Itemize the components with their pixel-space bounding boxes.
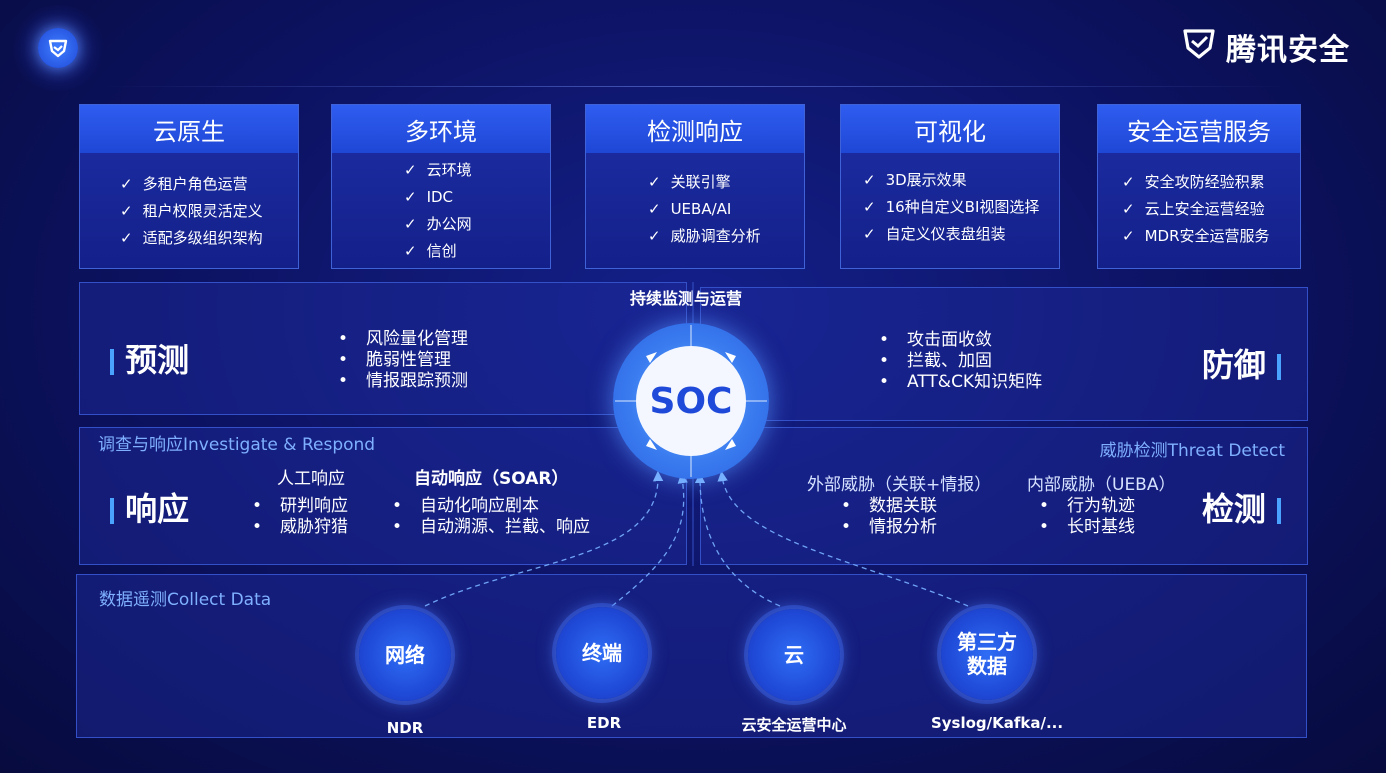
card-title: 可视化 xyxy=(841,105,1059,153)
respond-title-text: 响应 xyxy=(125,490,190,528)
predict-item: 脆弱性管理 xyxy=(338,350,468,371)
card-ops-service: 安全运营服务 安全攻防经验积累 云上安全运营经验 MDR安全运营服务 xyxy=(1097,104,1301,269)
respond-panel: 调查与响应Investigate & Respond 响应 人工响应 研判响应 … xyxy=(79,427,687,565)
source-name: 第三方数据 xyxy=(957,630,1017,678)
card-item: UEBA/AI xyxy=(648,196,804,223)
manual-item: 威胁狩猎 xyxy=(252,517,348,538)
external-item: 数据关联 xyxy=(841,496,937,517)
internal-item: 长时基线 xyxy=(1039,517,1135,538)
card-item: MDR安全运营服务 xyxy=(1122,223,1300,250)
emblem xyxy=(10,5,106,91)
card-title: 云原生 xyxy=(80,105,298,153)
shield-emblem-icon xyxy=(38,28,78,68)
title-bar xyxy=(110,498,114,524)
card-cloud-native: 云原生 多租户角色运营 租户权限灵活定义 适配多级组织架构 xyxy=(79,104,299,269)
title-bar xyxy=(110,349,114,375)
source-cloud: 云 xyxy=(748,609,840,701)
card-item: 关联引擎 xyxy=(648,169,804,196)
arrow-cloud xyxy=(694,472,781,607)
source-network: 网络 xyxy=(359,609,451,701)
source-caption: NDR xyxy=(386,719,424,737)
collect-label: 数据遥测Collect Data xyxy=(99,590,272,610)
card-item: 威胁调查分析 xyxy=(648,223,804,250)
card-item: 云上安全运营经验 xyxy=(1122,196,1300,223)
detect-panel: 威胁检测Threat Detect 外部威胁（关联+情报） 数据关联 情报分析 … xyxy=(700,427,1308,565)
predict-panel: 预测 风险量化管理 脆弱性管理 情报跟踪预测 xyxy=(79,282,687,415)
predict-item: 情报跟踪预测 xyxy=(338,371,468,392)
card-item: 适配多级组织架构 xyxy=(120,225,298,252)
divider xyxy=(100,86,1290,87)
card-item: IDC xyxy=(404,184,550,211)
manual-item: 研判响应 xyxy=(252,496,348,517)
card-item: 16种自定义BI视图选择 xyxy=(863,194,1059,221)
internal-heading: 内部威胁（UEBA） xyxy=(1027,475,1176,495)
predict-title-text: 预测 xyxy=(125,341,190,379)
auto-heading: 自动响应（SOAR） xyxy=(414,469,569,489)
defend-panel: 攻击面收敛 拦截、加固 ATT&CK知识矩阵 防御 xyxy=(700,287,1308,421)
title-bar xyxy=(1277,498,1281,524)
shield-check-icon xyxy=(1180,24,1218,70)
defend-item: 攻击面收敛 xyxy=(879,330,1042,351)
defend-title-text: 防御 xyxy=(1201,346,1266,384)
external-heading: 外部威胁（关联+情报） xyxy=(807,475,992,495)
source-name: 终端 xyxy=(582,641,622,665)
manual-heading: 人工响应 xyxy=(277,469,345,489)
card-item: 3D展示效果 xyxy=(863,167,1059,194)
arrow-edr xyxy=(611,472,688,607)
source-caption: EDR xyxy=(586,714,622,732)
source-endpoint: 终端 xyxy=(556,607,648,699)
respond-title: 响应 xyxy=(110,484,189,530)
auto-item: 自动化响应剧本 xyxy=(392,496,590,517)
soc-core: SOC xyxy=(636,346,746,456)
card-item: 云环境 xyxy=(404,157,550,184)
source-name: 网络 xyxy=(385,643,425,667)
source-caption: Syslog/Kafka/... xyxy=(930,714,1064,732)
card-title: 检测响应 xyxy=(586,105,804,153)
defend-item: 拦截、加固 xyxy=(879,351,1042,372)
predict-title: 预测 xyxy=(110,335,189,381)
card-detect-respond: 检测响应 关联引擎 UEBA/AI 威胁调查分析 xyxy=(585,104,805,269)
card-item: 信创 xyxy=(404,238,550,265)
card-item: 租户权限灵活定义 xyxy=(120,198,298,225)
card-item: 多租户角色运营 xyxy=(120,171,298,198)
collect-panel: 数据遥测Collect Data xyxy=(76,574,1307,738)
auto-item: 自动溯源、拦截、响应 xyxy=(392,517,590,538)
source-name: 云 xyxy=(784,643,804,667)
defend-title: 防御 xyxy=(1202,340,1281,386)
soc-label: SOC xyxy=(649,380,733,422)
source-caption: 云安全运营中心 xyxy=(741,716,847,734)
detect-label: 威胁检测Threat Detect xyxy=(1099,441,1285,461)
external-item: 情报分析 xyxy=(841,517,937,538)
card-item: 办公网 xyxy=(404,211,550,238)
card-multi-env: 多环境 云环境 IDC 办公网 信创 xyxy=(331,104,551,269)
card-item: 自定义仪表盘组装 xyxy=(863,221,1059,248)
card-visualization: 可视化 3D展示效果 16种自定义BI视图选择 自定义仪表盘组装 xyxy=(840,104,1060,269)
source-third-party: 第三方数据 xyxy=(941,608,1033,700)
card-title: 安全运营服务 xyxy=(1098,105,1300,153)
card-title: 多环境 xyxy=(332,105,550,153)
detect-title: 检测 xyxy=(1202,484,1281,530)
detect-title-text: 检测 xyxy=(1201,490,1266,528)
center-caption: 持续监测与运营 xyxy=(630,289,743,308)
card-item: 安全攻防经验积累 xyxy=(1122,169,1300,196)
brand-name: 腾讯安全 xyxy=(1226,33,1350,68)
arrow-ndr xyxy=(424,470,664,607)
arrow-thirdparty xyxy=(717,470,969,607)
respond-label: 调查与响应Investigate & Respond xyxy=(98,435,376,455)
defend-item: ATT&CK知识矩阵 xyxy=(879,372,1042,393)
predict-item: 风险量化管理 xyxy=(338,329,468,350)
title-bar xyxy=(1277,354,1281,380)
brand-logo: 腾讯安全 xyxy=(1180,24,1350,70)
internal-item: 行为轨迹 xyxy=(1039,496,1135,517)
